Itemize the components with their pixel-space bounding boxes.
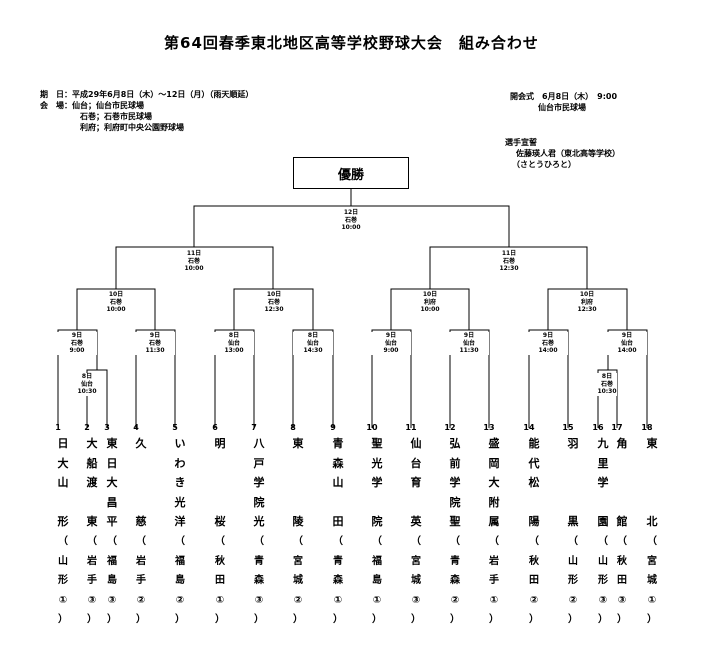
match-prelim-2: 8日 石巻 10:30	[597, 373, 617, 396]
team-number: 17	[611, 423, 623, 432]
team-number: 14	[523, 423, 535, 432]
match-r1-f: 9日 仙台 11:30	[449, 332, 489, 355]
team-number: 3	[104, 423, 110, 432]
team-number: 1	[55, 423, 61, 432]
match-r1-c: 8日 仙台 13:00	[214, 332, 254, 355]
match-prelim-1: 8日 仙台 10:30	[77, 373, 97, 396]
match-qf-4: 10日 利府 12:30	[567, 291, 607, 314]
team-number: 18	[641, 423, 653, 432]
match-r1-e: 9日 仙台 9:00	[371, 332, 411, 355]
match-qf-3: 10日 利府 10:00	[410, 291, 450, 314]
team-number: 13	[483, 423, 495, 432]
match-qf-2: 10日 石巻 12:30	[254, 291, 294, 314]
match-r1-d: 8日 仙台 14:30	[293, 332, 333, 355]
team-number: 5	[172, 423, 178, 432]
oath-title: 選手宣誓	[505, 138, 537, 147]
team-number: 8	[290, 423, 296, 432]
team-number: 16	[592, 423, 604, 432]
team-number: 6	[212, 423, 218, 432]
venue-ishinomaki: 石巻；石巻市民球場	[80, 112, 152, 121]
match-r1-b: 9日 石巻 11:30	[135, 332, 175, 355]
period-info: 期 日：平成29年6月8日（木）～12日（月）（雨天順延）	[40, 90, 254, 99]
team-number: 4	[133, 423, 139, 432]
team-number: 12	[444, 423, 456, 432]
match-semifinal-right: 11日 石巻 12:30	[489, 250, 529, 273]
team-number: 9	[330, 423, 336, 432]
team-number: 15	[562, 423, 574, 432]
oath-player: 佐藤瑛人君（東北高等学校）	[516, 149, 620, 158]
team-number: 10	[366, 423, 378, 432]
team-number: 7	[251, 423, 257, 432]
team-number: 2	[84, 423, 90, 432]
page-title: 第64回春季東北地区高等学校野球大会 組み合わせ	[164, 34, 539, 52]
team-number: 11	[405, 423, 417, 432]
match-qf-1: 10日 石巻 10:00	[96, 291, 136, 314]
match-semifinal-left: 11日 石巻 10:00	[174, 250, 214, 273]
match-r1-g: 9日 石巻 14:00	[528, 332, 568, 355]
match-r1-h: 9日 仙台 14:00	[607, 332, 647, 355]
match-r1-a: 9日 石巻 9:00	[57, 332, 97, 355]
match-final: 12日 石巻 10:00	[331, 209, 371, 232]
opening-ceremony: 開会式 6月8日（木） 9:00	[510, 92, 618, 101]
venue-info: 会 場：仙台；仙台市民球場	[40, 101, 144, 110]
champion-box: 優勝	[293, 157, 409, 189]
oath-reading: （さとうひろと）	[512, 160, 576, 169]
opening-venue: 仙台市民球場	[538, 103, 586, 112]
venue-rifu: 利府；利府町中央公園野球場	[80, 123, 184, 132]
